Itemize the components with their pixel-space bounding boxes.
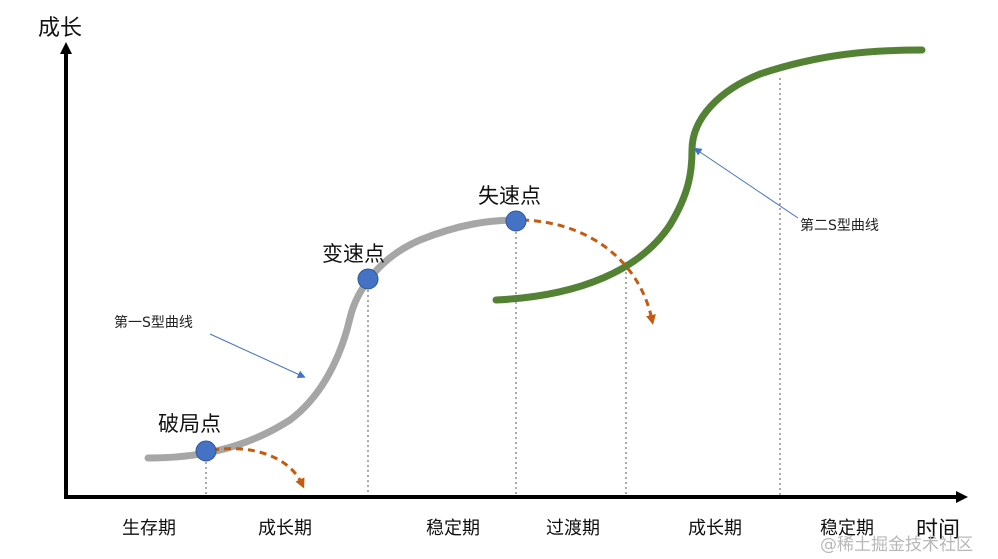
first-curve-pointer — [209, 333, 306, 378]
stage-label: 过渡期 — [546, 518, 600, 539]
breakthrough-point-label: 破局点 — [158, 412, 221, 436]
second-s-curve — [492, 46, 926, 304]
breakthrough-point-marker — [195, 440, 217, 462]
stall-dashed-arrow — [521, 218, 656, 325]
second-curve-pointer — [693, 147, 799, 219]
breakthrough-dashed-arrow — [211, 447, 305, 489]
stall-point-marker — [505, 210, 527, 232]
shift-point-label: 变速点 — [322, 242, 385, 266]
stage-label: 成长期 — [258, 518, 312, 539]
first-curve-label: 第一S型曲线 — [114, 315, 193, 331]
stage-label: 成长期 — [688, 518, 742, 539]
stage-label: 稳定期 — [820, 518, 874, 539]
x-axis-label: 时间 — [916, 518, 961, 543]
stage-label: 生存期 — [122, 518, 176, 539]
shift-point-marker — [357, 268, 379, 290]
stall-point-label: 失速点 — [478, 184, 541, 208]
y-axis-label: 成长 — [38, 16, 83, 41]
watermark: @稀土掘金技术社区 — [820, 535, 973, 555]
first-s-curve — [144, 216, 520, 462]
stage-label: 稳定期 — [426, 518, 480, 539]
second-curve-label: 第二S型曲线 — [800, 218, 879, 234]
